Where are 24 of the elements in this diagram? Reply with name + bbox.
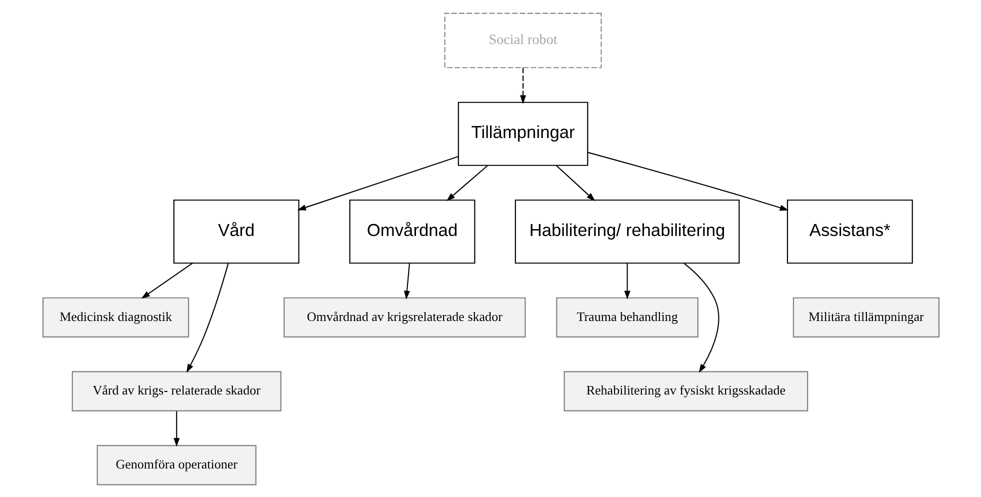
node-box: Genomföra operationer [96,444,256,485]
arrow [520,67,526,104]
node-box: Omvårdnad av krigsrelaterade skador [283,296,526,337]
arrow [555,164,595,201]
node-box: Trauma behandling [556,296,698,337]
arrow [403,262,410,299]
arrow [173,410,180,446]
node-box: Medicinsk diagnostik [42,296,189,337]
arrow [683,262,719,372]
node-box: Tillämpningar [457,101,588,166]
arrow [587,151,788,210]
node-box: Rehabilitering av fysiskt krigsskadade [563,370,808,411]
node-box: Vård av krigs- relaterade skador [71,370,281,411]
node-box: Omvårdnad [348,199,475,264]
arrow [446,164,488,201]
node-box: Militära tillämpningar [792,296,939,337]
arrow [624,262,630,299]
arrow [296,156,458,210]
arrow [186,262,228,372]
node-box: Assistans* [786,199,912,264]
node-box: Social robot [444,12,602,68]
node-box: Vård [172,199,299,264]
node-box: Habilitering/ rehabilitering [514,199,740,264]
arrow [140,262,192,298]
